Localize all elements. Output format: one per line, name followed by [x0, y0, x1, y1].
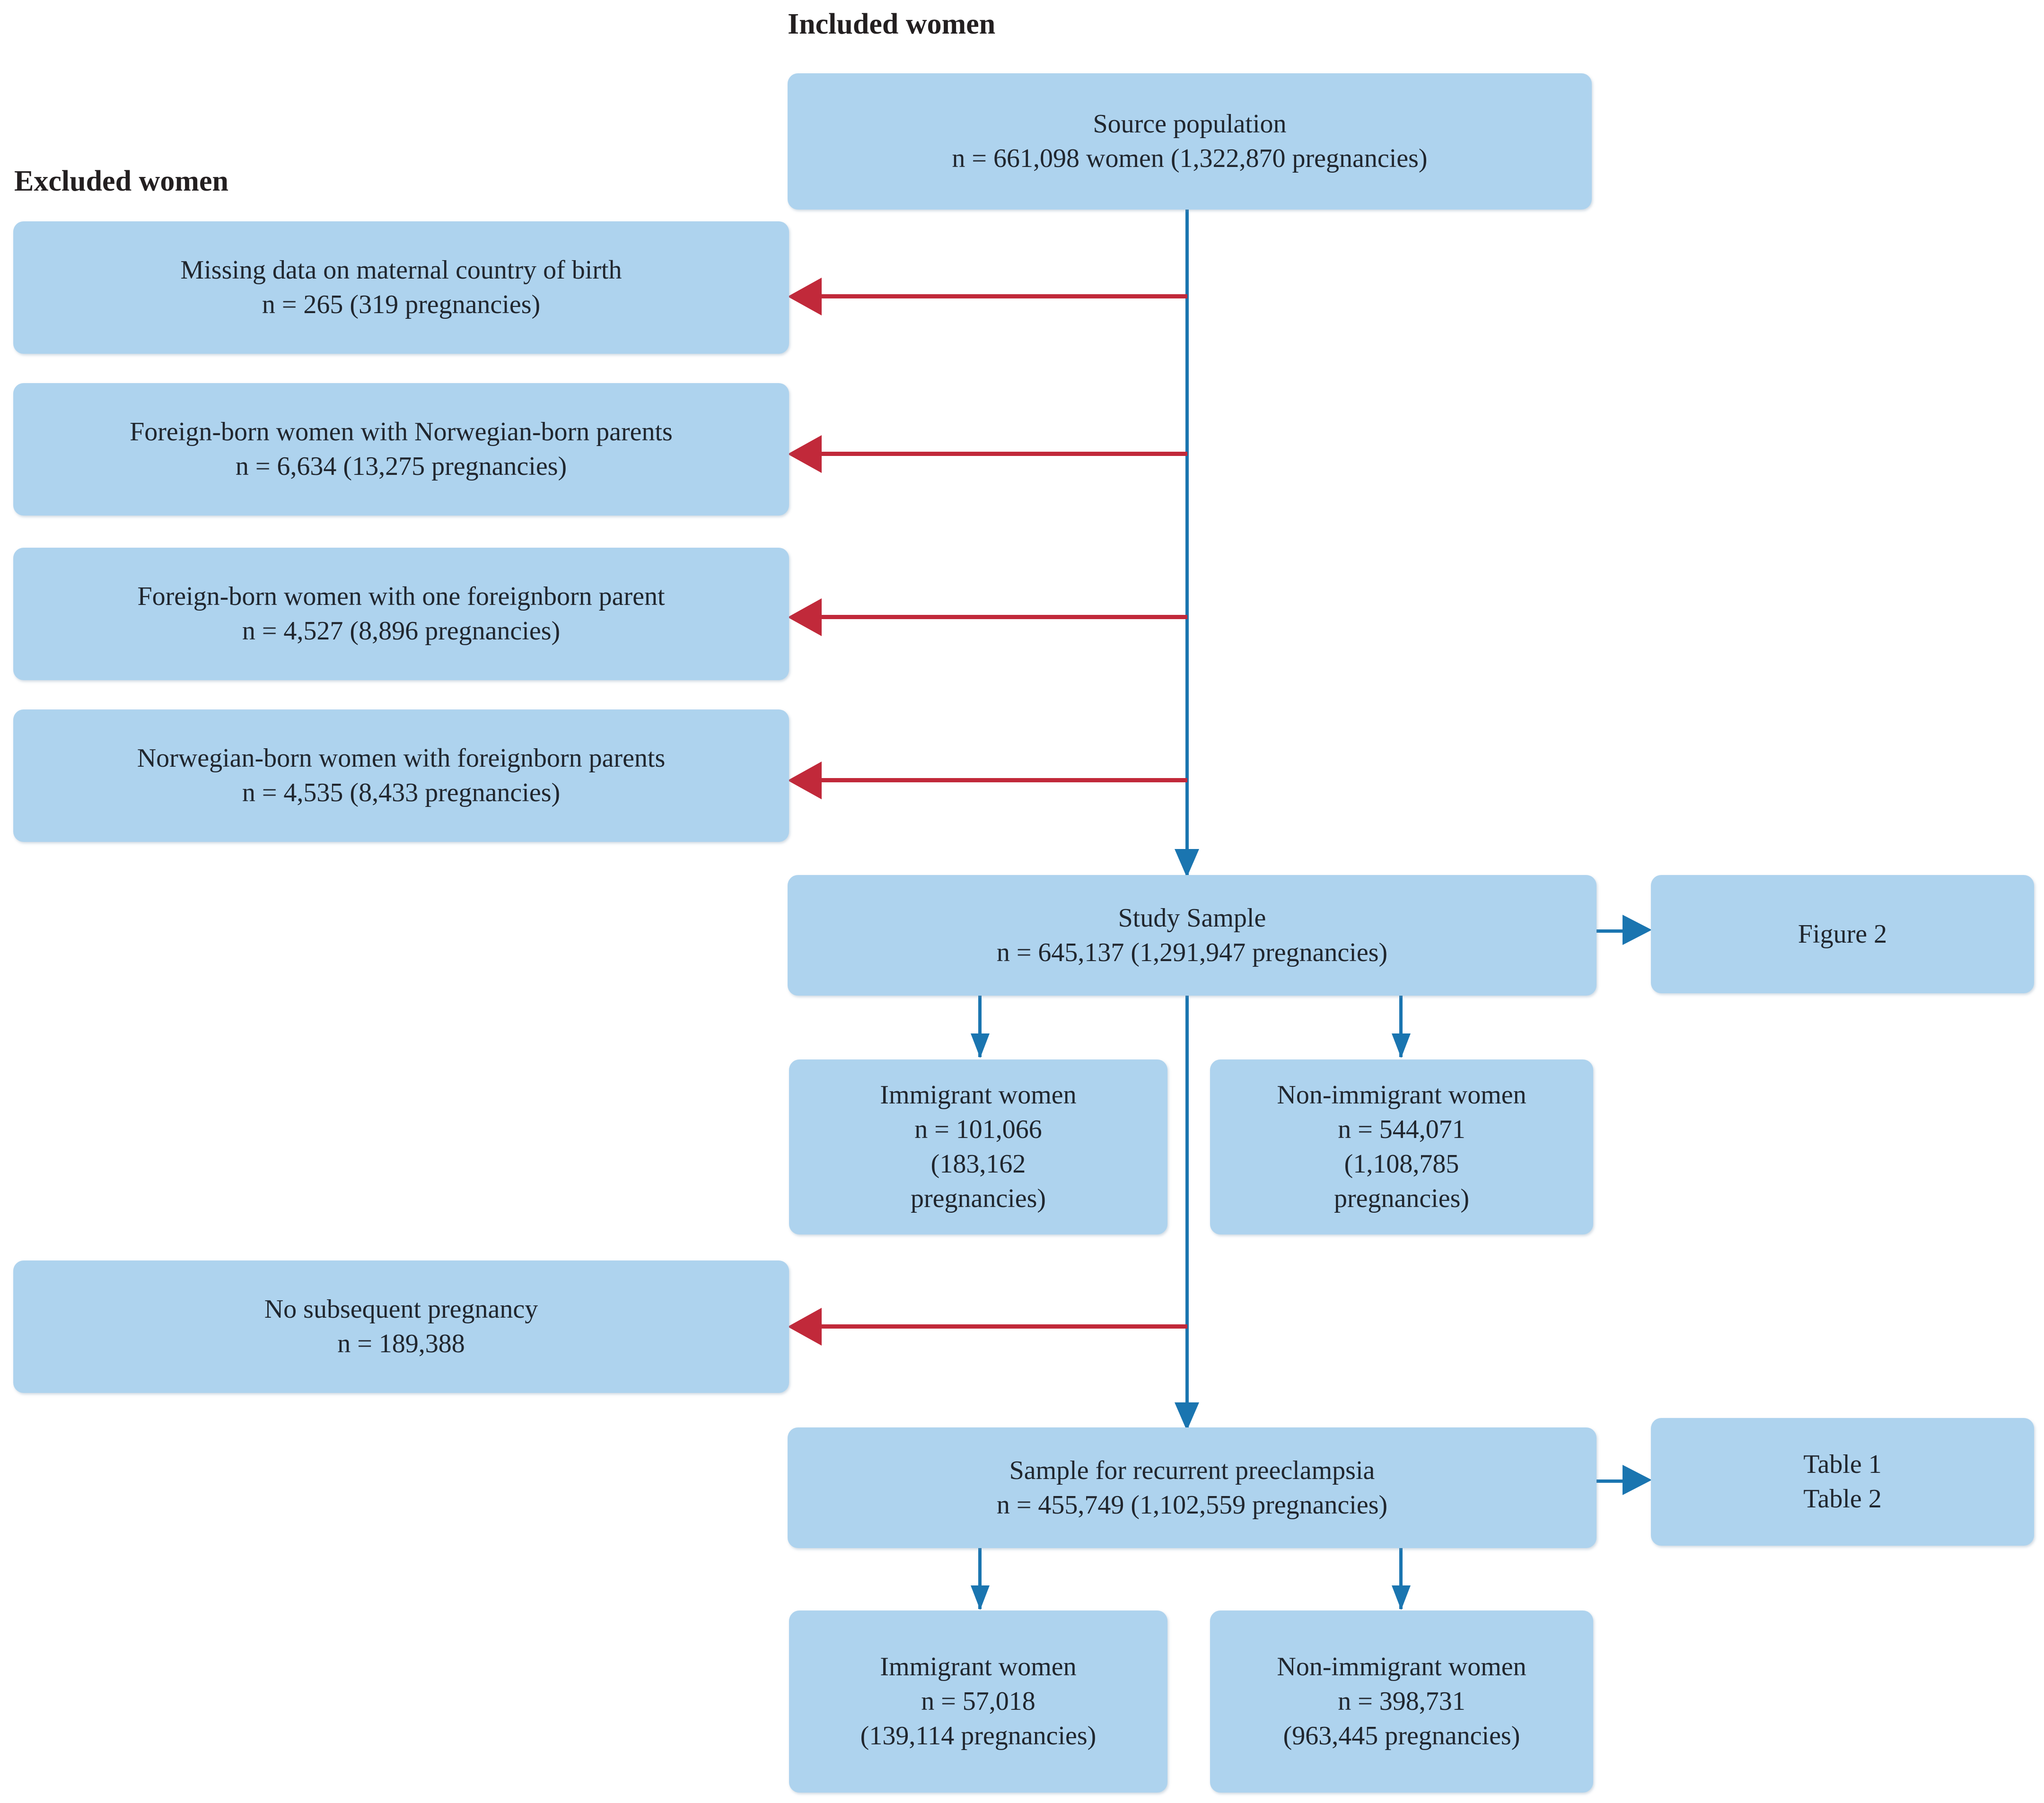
split-connector-non-immigrant-recurrent: [1399, 1548, 1403, 1609]
node-excluded-foreign-born-one-parent[interactable]: Foreign-born women with one foreignborn …: [13, 548, 789, 680]
spine-arrowhead-study-sample: [1175, 849, 1199, 877]
node-non-immigrant-women-study[interactable]: Non-immigrant women n = 544,071 (1,108,7…: [1210, 1059, 1593, 1234]
non-immigrant-study-n: n = 544,071: [1338, 1115, 1465, 1145]
excluded-foreign-born-norwegian-parents-title: Foreign-born women with Norwegian-born p…: [130, 417, 673, 447]
exclusion-line-norwegian-born-foreign-parents: [804, 778, 1187, 782]
excluded-foreign-born-norwegian-parents-counts: n = 6,634 (13,275 pregnancies): [235, 452, 567, 481]
exclusion-arrowhead-norwegian-born-foreign-parents: [788, 761, 822, 799]
node-excluded-no-subsequent-pregnancy[interactable]: No subsequent pregnancy n = 189,388: [13, 1260, 789, 1393]
node-figure-reference[interactable]: Figure 2: [1651, 875, 2034, 993]
spine-connector-lower: [1185, 991, 1189, 1431]
recurrent-sample-counts: n = 455,749 (1,102,559 pregnancies): [996, 1490, 1388, 1520]
immigrant-recurrent-pregnancies: (139,114 pregnancies): [860, 1721, 1097, 1750]
node-recurrent-preeclampsia-sample[interactable]: Sample for recurrent preeclampsia n = 45…: [788, 1427, 1597, 1548]
split-connector-non-immigrant-study: [1399, 996, 1403, 1057]
reference-line-tables: [1595, 1479, 1642, 1483]
split-arrowhead-immigrant-recurrent: [971, 1585, 990, 1610]
excluded-foreign-born-one-parent-title: Foreign-born women with one foreignborn …: [137, 582, 665, 612]
node-excluded-norwegian-born-foreign-parents[interactable]: Norwegian-born women with foreignborn pa…: [13, 709, 789, 842]
exclusion-arrowhead-foreign-born-norwegian-parents: [788, 435, 822, 473]
recurrent-sample-title: Sample for recurrent preeclampsia: [1009, 1455, 1375, 1485]
exclusion-line-no-subsequent-pregnancy: [804, 1324, 1187, 1329]
reference-line-figure2: [1595, 929, 1642, 933]
exclusion-line-foreign-born-one-parent: [804, 615, 1187, 619]
study-sample-counts: n = 645,137 (1,291,947 pregnancies): [996, 937, 1388, 967]
excluded-no-subsequent-pregnancy-title: No subsequent pregnancy: [264, 1295, 538, 1324]
split-arrowhead-non-immigrant-recurrent: [1392, 1585, 1411, 1610]
exclusion-arrowhead-no-subsequent-pregnancy: [788, 1308, 822, 1346]
non-immigrant-recurrent-title: Non-immigrant women: [1277, 1652, 1526, 1682]
non-immigrant-study-pregnancies-close: pregnancies): [1333, 1183, 1470, 1213]
exclusion-line-foreign-born-norwegian-parents: [804, 452, 1187, 456]
reference-arrowhead-tables: [1623, 1465, 1652, 1495]
immigrant-study-title: Immigrant women: [880, 1080, 1077, 1110]
included-women-heading: Included women: [788, 8, 996, 40]
source-population-counts: n = 661,098 women (1,322,870 pregnancies…: [952, 144, 1428, 173]
exclusion-arrowhead-missing-country: [788, 278, 822, 315]
non-immigrant-recurrent-n: n = 398,731: [1338, 1687, 1465, 1716]
node-table-reference[interactable]: Table 1 Table 2: [1651, 1418, 2034, 1546]
excluded-norwegian-born-foreign-parents-title: Norwegian-born women with foreignborn pa…: [137, 744, 666, 773]
split-arrowhead-immigrant-study: [971, 1033, 990, 1058]
node-immigrant-women-recurrent[interactable]: Immigrant women n = 57,018 (139,114 preg…: [789, 1610, 1167, 1793]
study-sample-title: Study Sample: [1118, 903, 1266, 933]
split-connector-immigrant-recurrent: [978, 1548, 982, 1609]
node-immigrant-women-study[interactable]: Immigrant women n = 101,066 (183,162 pre…: [789, 1059, 1167, 1234]
immigrant-recurrent-title: Immigrant women: [880, 1652, 1077, 1682]
immigrant-study-n: n = 101,066: [914, 1115, 1042, 1145]
non-immigrant-study-pregnancies-open: (1,108,785: [1344, 1149, 1459, 1179]
spine-arrowhead-recurrent-sample: [1175, 1402, 1199, 1431]
excluded-missing-country-title: Missing data on maternal country of birt…: [180, 255, 622, 285]
node-excluded-missing-country[interactable]: Missing data on maternal country of birt…: [13, 221, 789, 354]
excluded-foreign-born-one-parent-counts: n = 4,527 (8,896 pregnancies): [242, 616, 561, 646]
node-non-immigrant-women-recurrent[interactable]: Non-immigrant women n = 398,731 (963,445…: [1210, 1610, 1593, 1793]
exclusion-arrowhead-foreign-born-one-parent: [788, 598, 822, 636]
figure-reference-label: Figure 2: [1798, 919, 1887, 949]
spine-connector-upper: [1185, 203, 1189, 875]
node-excluded-foreign-born-norwegian-parents[interactable]: Foreign-born women with Norwegian-born p…: [13, 383, 789, 516]
table-reference-label-1: Table 1: [1803, 1450, 1882, 1479]
immigrant-study-pregnancies-close: pregnancies): [910, 1183, 1046, 1213]
node-source-population[interactable]: Source population n = 661,098 women (1,3…: [788, 73, 1592, 210]
immigrant-recurrent-n: n = 57,018: [921, 1687, 1035, 1716]
immigrant-study-pregnancies-open: (183,162: [930, 1149, 1026, 1179]
excluded-no-subsequent-pregnancy-counts: n = 189,388: [337, 1329, 465, 1358]
non-immigrant-study-title: Non-immigrant women: [1277, 1080, 1526, 1110]
excluded-norwegian-born-foreign-parents-counts: n = 4,535 (8,433 pregnancies): [242, 778, 561, 807]
node-study-sample[interactable]: Study Sample n = 645,137 (1,291,947 preg…: [788, 875, 1597, 996]
table-reference-label-2: Table 2: [1803, 1484, 1882, 1514]
exclusion-line-missing-country: [804, 294, 1187, 298]
excluded-women-heading: Excluded women: [14, 165, 228, 197]
reference-arrowhead-figure2: [1623, 915, 1652, 945]
non-immigrant-recurrent-pregnancies: (963,445 pregnancies): [1283, 1721, 1520, 1750]
split-connector-immigrant-study: [978, 996, 982, 1057]
source-population-title: Source population: [1093, 109, 1287, 139]
excluded-missing-country-counts: n = 265 (319 pregnancies): [262, 290, 541, 319]
split-arrowhead-non-immigrant-study: [1392, 1033, 1411, 1058]
